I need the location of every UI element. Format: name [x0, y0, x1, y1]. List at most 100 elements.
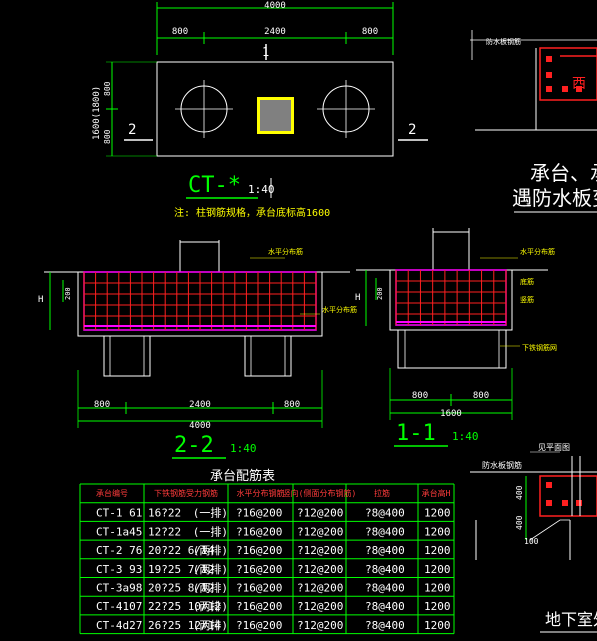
plan-dim-v-top: 800	[103, 81, 112, 96]
table-cell: 20?22 6/14	[148, 544, 215, 557]
table-cell: (两排)	[193, 581, 228, 595]
table-cell: CT-4107	[96, 600, 142, 613]
table-cell: 1200	[424, 563, 451, 576]
table-cell: 1200	[424, 600, 451, 613]
plan-dim-total: 4000	[264, 1, 286, 11]
table-cell: CT-2 76	[96, 544, 142, 557]
table-cell: (两排)	[193, 599, 228, 613]
side-glyph: 西	[572, 76, 586, 92]
sec11-dim-left: 800	[412, 391, 428, 401]
detail-basement-wall: 见平面图 防水板钢筋 400 400 100 地下室外	[470, 443, 597, 633]
sec11-label-200: 200	[376, 287, 384, 300]
detail-dim-400a: 400	[515, 485, 524, 500]
table-cell: 1200	[424, 544, 451, 557]
sec22-dim-right: 800	[284, 400, 300, 410]
table-cell: ?16@200	[236, 544, 282, 557]
sec11-label-mid1: 底筋	[520, 277, 534, 286]
sec11-dim-total: 1600	[440, 409, 462, 419]
table-cell: CT-4d27	[96, 619, 142, 632]
plan-section-2-left: 2	[128, 122, 136, 138]
table-cell: (两排)	[193, 562, 228, 576]
table-cell: ?16@200	[236, 507, 282, 520]
table-cell: 1200	[424, 507, 451, 520]
table-cell: ?12@200	[297, 619, 343, 632]
sec22-pile-left	[103, 335, 151, 377]
table-cell: 20?25 8/12	[148, 582, 214, 595]
table-cell: 1200	[424, 525, 451, 538]
detail-dim-400b: 400	[515, 515, 524, 530]
table-header-cell: 水平分布钢筋	[237, 488, 285, 498]
table-cell: (两排)	[193, 618, 228, 632]
side-text-line1: 承台、承	[530, 161, 597, 185]
table-cell: ?12@200	[297, 507, 343, 520]
section-1-1: 水平分布筋 底筋 竖筋 下铁钢筋网 H 200 800 800 1600 1-1…	[355, 228, 557, 447]
sec22-label-h: H	[38, 295, 43, 305]
table-header-cell: 拉筋	[374, 488, 390, 498]
side-text-line2: 遇防水板变	[512, 186, 597, 210]
table-cell: ?16@200	[236, 563, 282, 576]
sec22-scale: 1:40	[230, 442, 257, 455]
plan-dim-height: 1600(1800)	[92, 86, 102, 140]
table-cell: ?12@200	[297, 544, 343, 557]
plan-scale: 1:40	[248, 183, 275, 196]
table-header-cell: 下铁钢筋受力钢筋	[154, 488, 218, 498]
table-cell: ?16@200	[236, 582, 282, 595]
detail-label-top: 见平面图	[538, 443, 570, 452]
table-cell: ?8@400	[365, 544, 405, 557]
table-cell: (两排)	[193, 543, 228, 557]
sec22-title: 2-2	[174, 433, 214, 458]
sec11-title: 1-1	[396, 421, 436, 446]
table-cell: ?8@400	[365, 525, 405, 538]
table-cell: ?8@400	[365, 600, 405, 613]
sec11-label-mid2: 竖筋	[520, 295, 534, 304]
table-cell: ?8@400	[365, 563, 405, 576]
plan-title: CT-*	[188, 173, 241, 198]
sec11-scale: 1:40	[452, 430, 479, 443]
sec22-pile-right	[244, 335, 292, 377]
table-header-cell: 承台高H	[422, 488, 451, 498]
sec22-dim-total: 4000	[189, 421, 211, 431]
table-cell: 26?25 12/14	[148, 619, 221, 632]
table-cell: CT-1a45	[96, 525, 142, 538]
plan-dim-v-bot: 800	[103, 129, 112, 144]
table-cell: CT-3 93	[96, 563, 142, 576]
section-2-2: 水平分布筋 水平分布筋 H 200 800 2400 800 4000 2-2 …	[38, 240, 357, 459]
sec11-dim-right: 800	[473, 391, 489, 401]
table-cell: ?8@400	[365, 619, 405, 632]
table-cell: 19?25 7/12	[148, 563, 214, 576]
detail-title: 地下室外	[545, 610, 597, 629]
table-cell: CT-1 61	[96, 507, 142, 520]
table-cell: 1200	[424, 582, 451, 595]
table-header-cell: 竖向(侧面分布钢筋)	[283, 488, 357, 498]
sec11-pile	[397, 329, 507, 369]
table-cell: ?8@400	[365, 582, 405, 595]
plan-section-2-right: 2	[408, 122, 416, 138]
table-cell: ?12@200	[297, 582, 343, 595]
sec22-dim-mid: 2400	[189, 400, 211, 410]
table-cell: ?12@200	[297, 563, 343, 576]
plan-note: 注: 柱钢筋规格，承台底标高1600	[174, 206, 330, 219]
table-cell: 1200	[424, 619, 451, 632]
table-cell: ?16@200	[236, 619, 282, 632]
sec22-label-right: 水平分布筋	[322, 305, 357, 314]
table-cell: ?12@200	[297, 600, 343, 613]
table-cell: (一排)	[193, 506, 228, 520]
sec11-label-h: H	[355, 293, 360, 303]
table-cell: 12?22	[148, 525, 181, 538]
table-cell: ?16@200	[236, 525, 282, 538]
table-cell: CT-3a98	[96, 582, 142, 595]
plan-view: 4000 800 2400 800 1 1600(1800) 800 800 2	[92, 1, 428, 219]
sec11-label-bottom: 下铁钢筋网	[522, 343, 557, 352]
sec11-label-top: 水平分布筋	[520, 247, 555, 256]
table-title: 承台配筋表	[210, 468, 275, 484]
table-header-cell: 承台编号	[96, 488, 128, 498]
plan-section-1-label: 1	[262, 45, 269, 59]
plan-dim-right: 800	[362, 27, 378, 37]
sec22-dim-left: 800	[94, 400, 110, 410]
side-label-top: 防水板钢筋	[486, 37, 521, 46]
table-cell: 16?22	[148, 507, 181, 520]
sec22-label-200: 200	[64, 287, 72, 300]
